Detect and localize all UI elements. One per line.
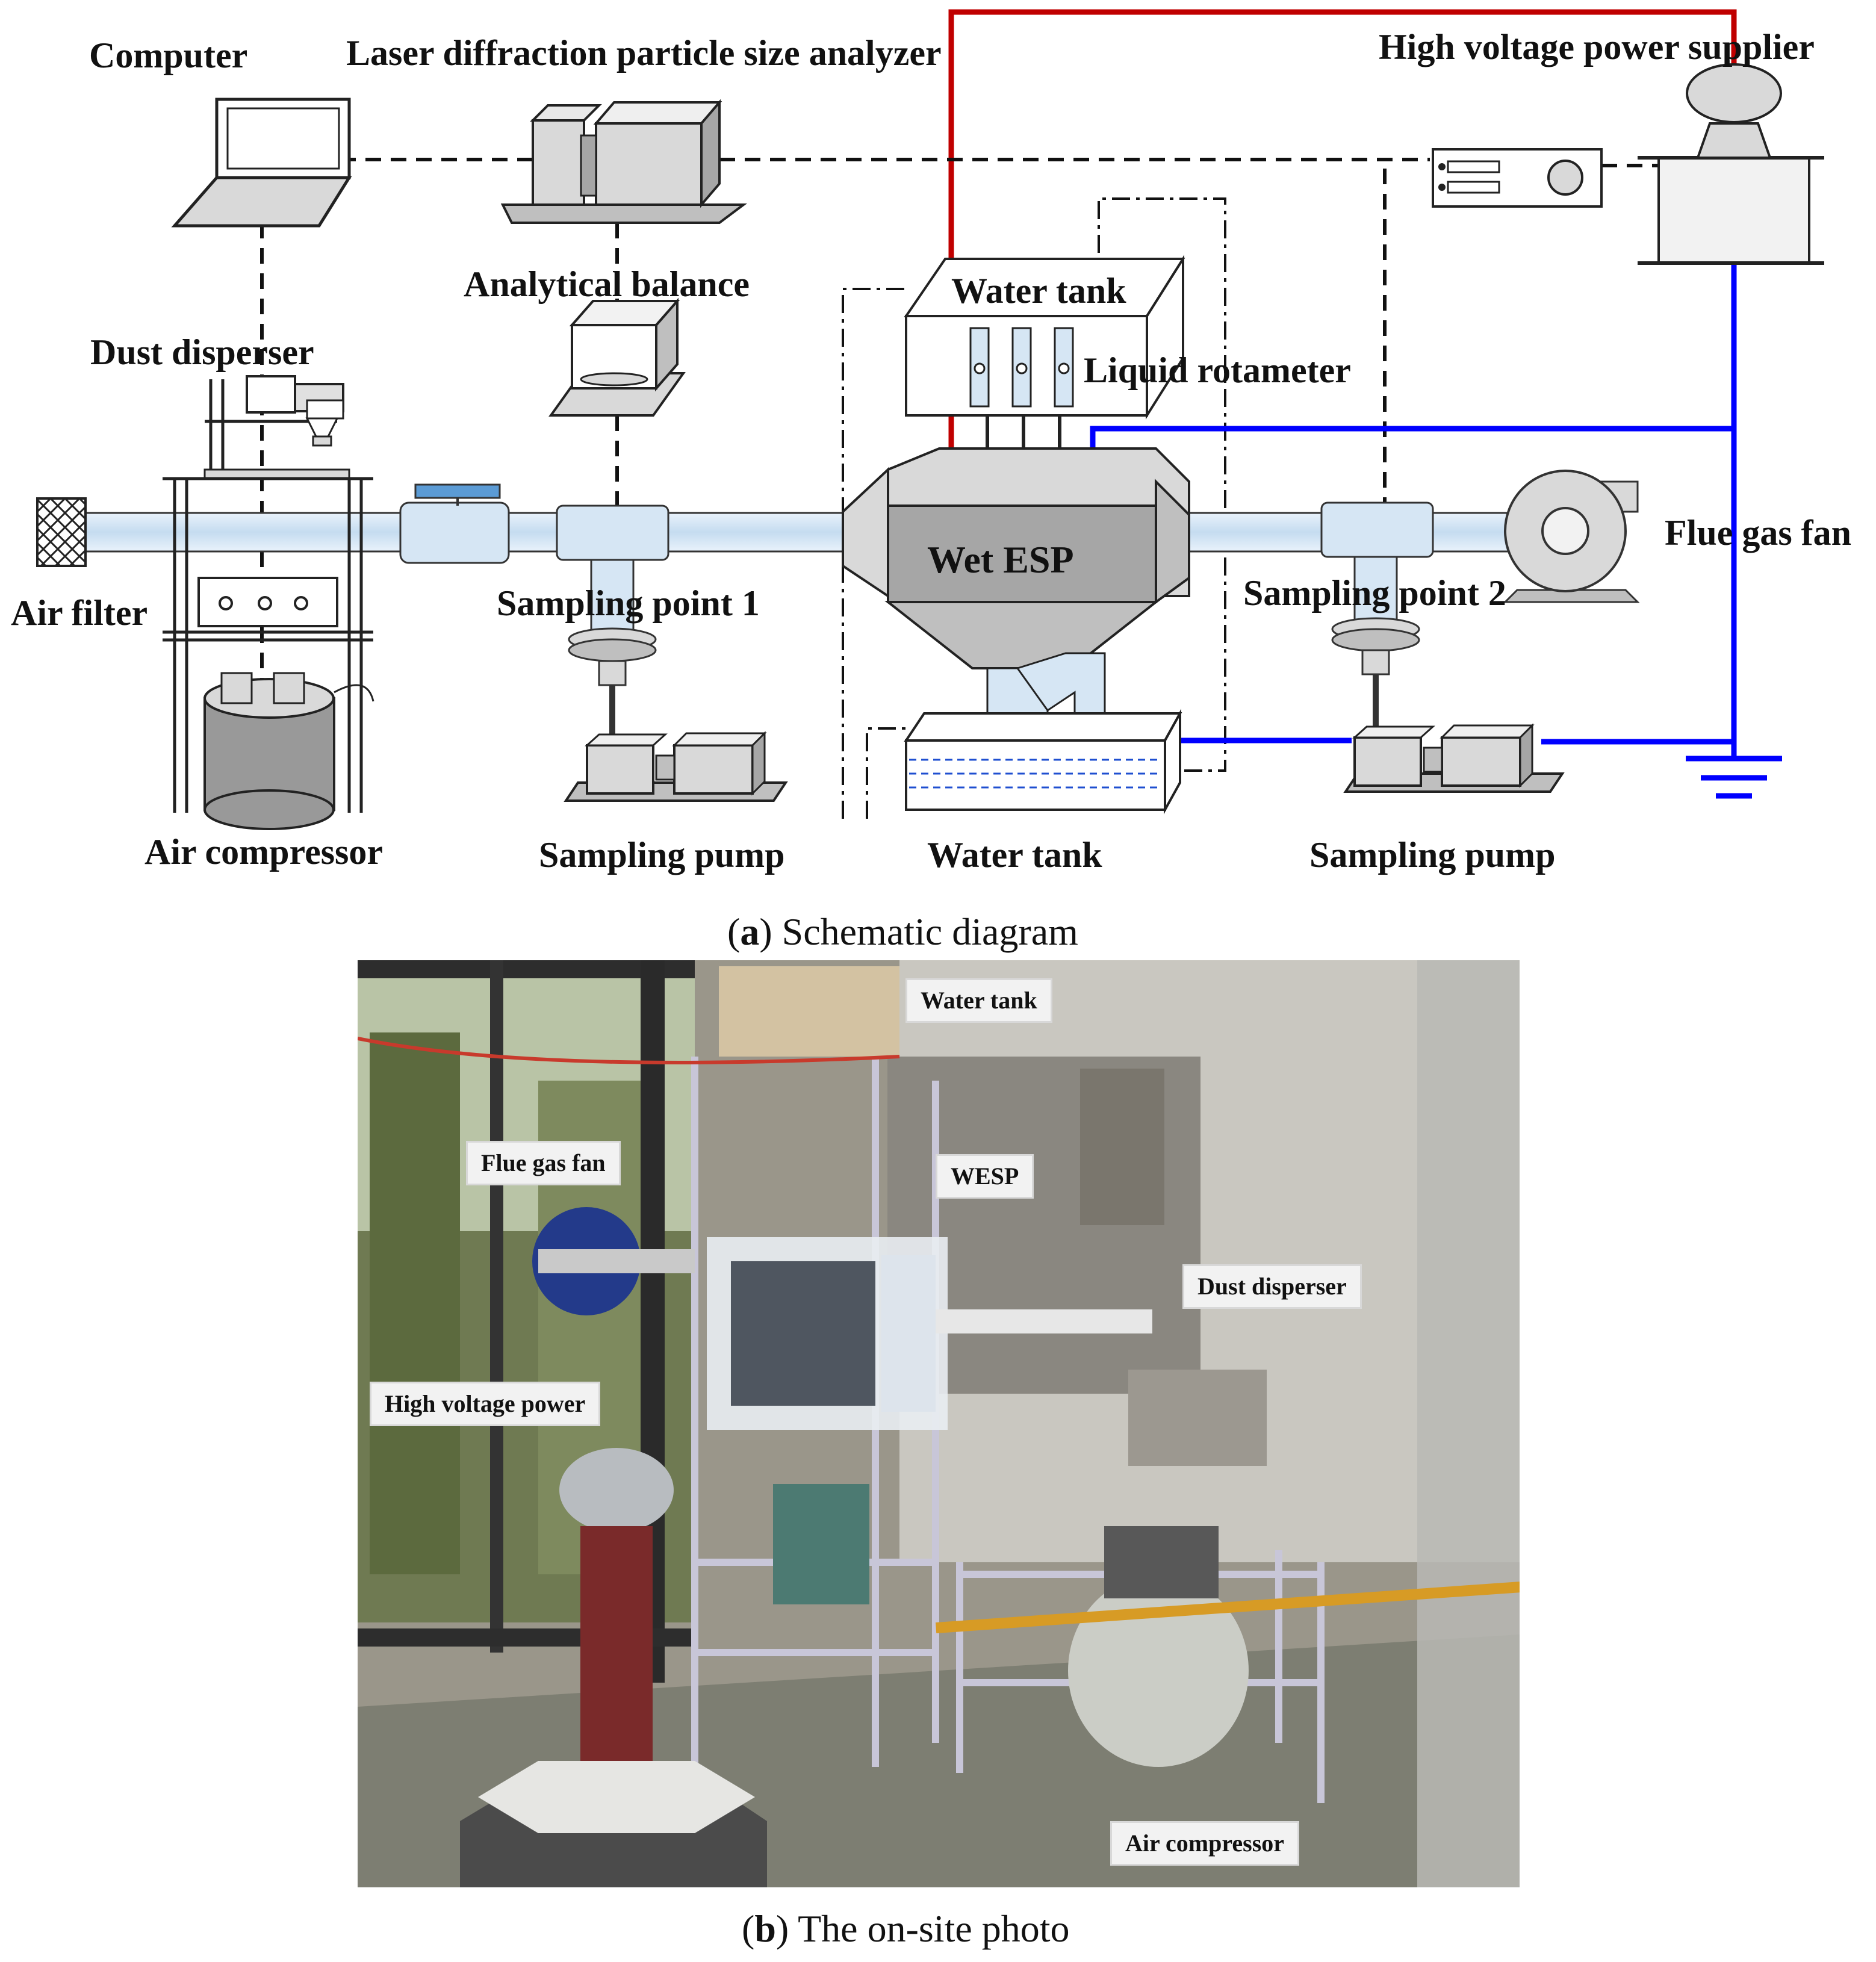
dash-dot-lines	[842, 197, 1226, 819]
photo-tag-air-compressor: Air compressor	[1110, 1821, 1300, 1866]
onsite-photo: Water tank Flue gas fan WESP Dust disper…	[358, 960, 1520, 1887]
label-sampling-point-1: Sampling point 1	[497, 583, 760, 623]
photo-tag-flue-gas-fan: Flue gas fan	[466, 1141, 621, 1185]
photo-tag-dust-disperser: Dust disperser	[1182, 1264, 1362, 1309]
sampling-pump-2-shape	[1343, 723, 1565, 793]
wet-esp-shape	[842, 447, 1190, 739]
label-wet-esp: Wet ESP	[927, 538, 1074, 581]
schematic-diagram	[36, 9, 1824, 830]
flue-gas-fan-shape	[1503, 470, 1640, 603]
hv-line	[948, 9, 1737, 470]
photo-tag-wesp: WESP	[936, 1154, 1034, 1199]
label-air-compressor: Air compressor	[144, 832, 384, 872]
compressor-tank-shape	[203, 672, 374, 830]
label-laser-analyzer: Laser diffraction particle size analyzer	[346, 33, 942, 73]
dust-disperser-shape	[246, 375, 344, 447]
caption-a-letter: a	[740, 910, 760, 953]
label-dust-disperser: Dust disperser	[90, 332, 314, 372]
computer-shape	[171, 98, 352, 228]
air-filter	[36, 497, 87, 567]
caption-a: (a) Schematic diagram	[727, 910, 1078, 953]
photo-tag-high-voltage-power: High voltage power	[370, 1382, 601, 1426]
label-computer: Computer	[89, 36, 248, 75]
caption-a-text: Schematic diagram	[772, 910, 1078, 953]
label-analytical-balance: Analytical balance	[464, 264, 750, 304]
compressor-controller	[197, 577, 338, 627]
caption-b: (b) The on-site photo	[742, 1907, 1070, 1950]
hv-transformer-shape	[1638, 63, 1824, 265]
water-tank-bottom-shape	[904, 709, 1182, 815]
hv-controller-shape	[1432, 148, 1603, 208]
label-sampling-pump-2: Sampling pump	[1309, 835, 1556, 875]
label-water-tank-bottom: Water tank	[927, 835, 1102, 875]
label-water-tank-top: Water tank	[951, 271, 1126, 311]
label-hv-power-supplier: High voltage power supplier	[1379, 27, 1815, 67]
label-flue-gas-fan: Flue gas fan	[1665, 513, 1852, 553]
laser-analyzer-shape	[500, 99, 747, 224]
caption-b-letter: b	[754, 1907, 776, 1950]
caption-b-text: The on-site photo	[789, 1907, 1070, 1950]
air-compressor-frame	[163, 379, 373, 813]
label-liquid-rotameter: Liquid rotameter	[1084, 350, 1351, 390]
sampling-pump-1-shape	[564, 731, 788, 802]
label-sampling-point-2: Sampling point 2	[1243, 573, 1506, 613]
label-sampling-pump-1: Sampling pump	[539, 835, 785, 875]
photo-tag-water-tank: Water tank	[905, 978, 1052, 1023]
label-air-filter: Air filter	[11, 593, 148, 633]
analytical-balance-shape	[548, 297, 686, 417]
